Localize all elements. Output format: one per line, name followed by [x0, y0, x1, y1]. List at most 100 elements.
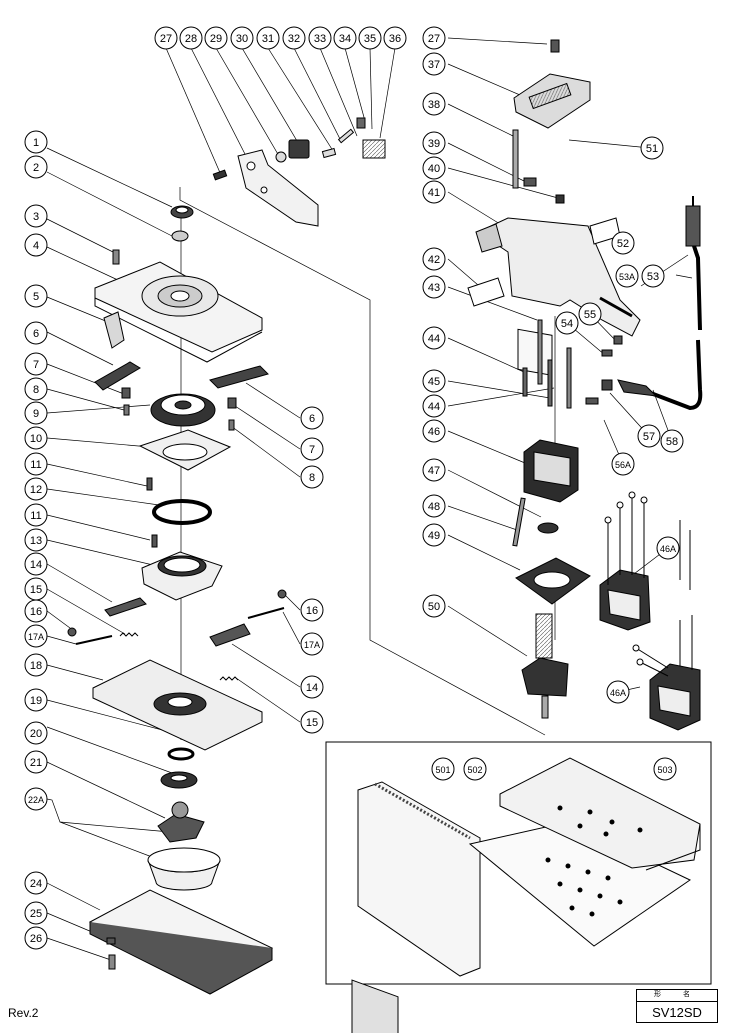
dust-tray-part	[499, 757, 701, 871]
callout-10: 10	[24, 426, 48, 450]
callout-label: 14	[30, 559, 42, 571]
callout-44: 44	[422, 394, 446, 418]
callout-circle	[24, 528, 48, 552]
callout-circle	[24, 352, 48, 376]
callout-label: 1	[33, 137, 39, 149]
callout-circle	[606, 680, 630, 704]
callout-circle	[24, 233, 48, 257]
callout-label: 54	[561, 318, 573, 330]
callout-circle	[615, 264, 639, 288]
callout-34: 34	[333, 26, 357, 50]
right-assembly-parts	[467, 39, 703, 731]
callout-28: 28	[179, 26, 203, 50]
callout-label: 46A	[660, 544, 676, 554]
callout-label: 44	[428, 401, 440, 413]
callout-label: 7	[309, 444, 315, 456]
callout-circle	[422, 247, 446, 271]
switch-parts	[275, 117, 386, 163]
callout-label: 34	[339, 33, 351, 45]
callout-circle	[204, 26, 228, 50]
revision-label: Rev.2	[8, 1006, 39, 1020]
callout-label: 30	[236, 33, 248, 45]
callout-circle	[308, 26, 332, 50]
callout-label: 36	[389, 33, 401, 45]
callout-3: 3	[24, 204, 48, 228]
callout-circle	[24, 624, 48, 648]
callout-label: 6	[33, 328, 39, 340]
tail-cover-part	[513, 73, 591, 129]
callout-label: 24	[30, 878, 42, 890]
callout-circle	[24, 401, 48, 425]
callout-53: 53	[641, 264, 665, 288]
callout-label: 501	[435, 765, 450, 775]
callout-circle	[422, 594, 446, 618]
callout-36: 36	[383, 26, 407, 50]
callout-6: 6	[300, 406, 324, 430]
callout-circle	[578, 302, 602, 326]
callout-label: 8	[309, 472, 315, 484]
callout-40: 40	[422, 156, 446, 180]
callout-circle	[300, 465, 324, 489]
callout-circle	[24, 901, 48, 925]
handle-lever-part	[212, 149, 319, 227]
callout-label: 50	[428, 601, 440, 613]
leader-lines	[46, 37, 693, 961]
callout-label: 11	[30, 510, 41, 522]
callout-circle	[422, 26, 446, 50]
callout-label: 42	[428, 254, 440, 266]
callout-circle	[24, 377, 48, 401]
callout-7: 7	[24, 352, 48, 376]
callout-label: 2	[33, 162, 39, 174]
callout-label: 51	[646, 143, 658, 155]
callout-label: 16	[30, 606, 42, 618]
callout-label: 4	[33, 240, 39, 252]
callout-label: 52	[617, 238, 629, 250]
callout-label: 18	[30, 660, 42, 672]
punch-plate-part	[351, 781, 481, 1033]
callout-57: 57	[637, 424, 661, 448]
callout-17A: 17A	[24, 624, 48, 648]
callout-circle	[422, 494, 446, 518]
callout-circle	[24, 552, 48, 576]
callout-58: 58	[660, 429, 684, 453]
callout-22A: 22A	[24, 787, 48, 811]
callout-53A: 53A	[615, 264, 639, 288]
callout-label: 27	[428, 33, 440, 45]
callout-label: 502	[467, 765, 482, 775]
callout-label: 43	[428, 282, 440, 294]
callout-502: 502	[463, 757, 487, 781]
callout-42: 42	[422, 247, 446, 271]
callout-label: 12	[30, 484, 42, 496]
callout-circle	[463, 757, 487, 781]
callout-label: 27	[160, 33, 172, 45]
left-assembly-parts	[67, 117, 386, 995]
callout-label: 29	[210, 33, 222, 45]
callout-44: 44	[422, 326, 446, 350]
lower-housing-part	[141, 551, 223, 601]
callout-13: 13	[24, 528, 48, 552]
callout-52: 52	[611, 231, 635, 255]
callout-label: 46A	[610, 688, 626, 698]
callout-circle	[300, 406, 324, 430]
model-box: 形 名 SV12SD	[636, 989, 718, 1023]
callout-label: 14	[306, 682, 318, 694]
callout-17A: 17A	[300, 632, 324, 656]
callout-8: 8	[24, 377, 48, 401]
callout-circle	[422, 419, 446, 443]
callout-circle	[24, 477, 48, 501]
callout-51: 51	[640, 136, 664, 160]
callout-circle	[24, 155, 48, 179]
callout-label: 16	[306, 605, 318, 617]
callout-label: 8	[33, 384, 39, 396]
callout-circle	[383, 26, 407, 50]
callout-label: 503	[657, 765, 672, 775]
callout-circle	[179, 26, 203, 50]
callout-7: 7	[300, 437, 324, 461]
callout-label: 49	[428, 530, 440, 542]
callout-label: 26	[30, 933, 42, 945]
callout-circle	[24, 688, 48, 712]
motor-housing-part	[475, 217, 641, 376]
callout-circle	[24, 503, 48, 527]
callout-27: 27	[422, 26, 446, 50]
model-header: 形 名	[637, 990, 717, 1002]
